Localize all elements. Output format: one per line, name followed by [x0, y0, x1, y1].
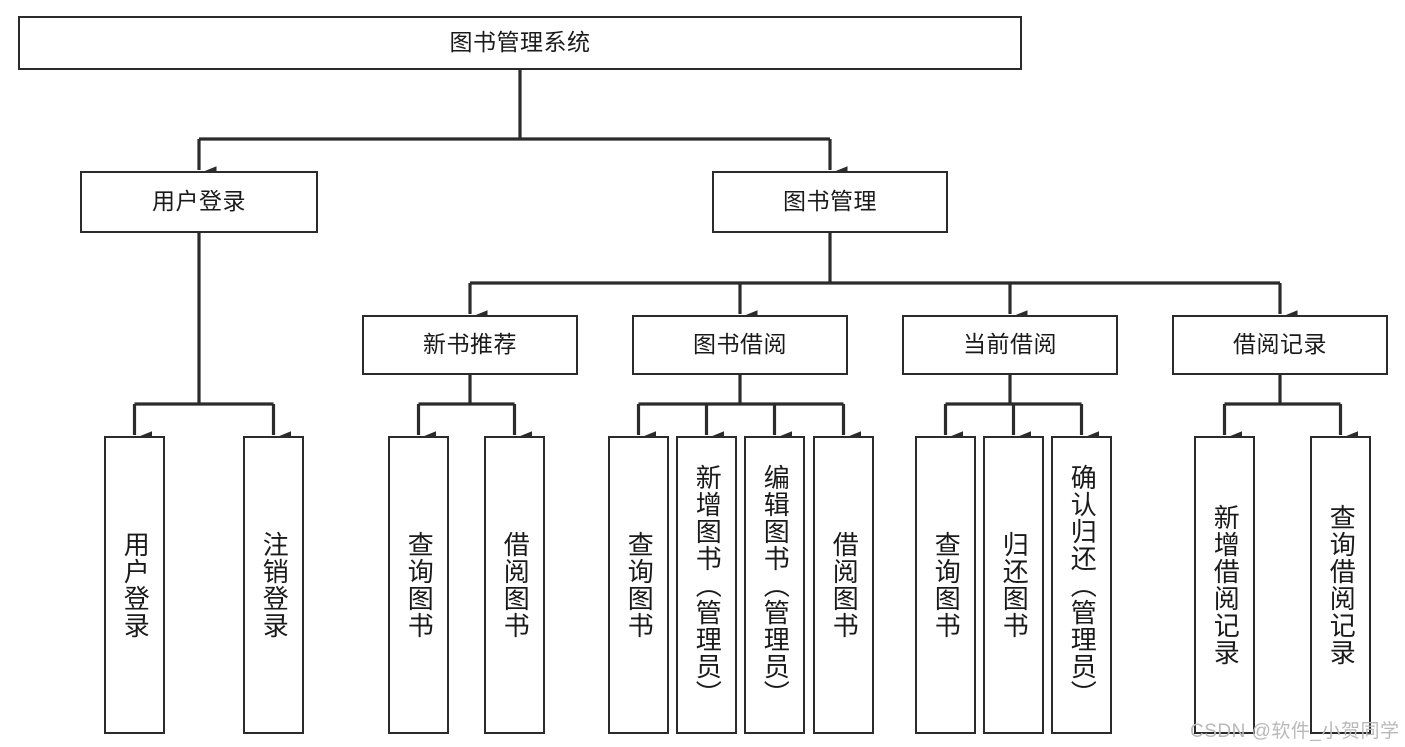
node-label: 图书管理系统 [449, 29, 591, 56]
node-label: 新书推荐 [423, 331, 517, 358]
node-current-borrow[interactable]: 当前借阅 [902, 315, 1118, 375]
node-leaf-rec-borrow[interactable]: 借阅图书 [484, 436, 545, 734]
node-leaf-user-login[interactable]: 用户登录 [104, 436, 165, 734]
node-leaf-user-logout[interactable]: 注销登录 [243, 436, 304, 734]
node-label: 确认归还（管理员） [1067, 463, 1098, 707]
node-leaf-rec-query[interactable]: 查询图书 [388, 436, 449, 734]
node-book-manage[interactable]: 图书管理 [712, 171, 948, 233]
node-label: 用户登录 [152, 188, 246, 215]
node-leaf-bb-add[interactable]: 新增图书（管理员） [676, 436, 737, 734]
node-label: 图书管理 [783, 188, 877, 215]
node-label: 新增图书（管理员） [692, 463, 723, 707]
node-label: 图书借阅 [693, 331, 787, 358]
node-label: 查询借阅记录 [1326, 504, 1357, 666]
node-label: 注销登录 [259, 531, 290, 639]
node-leaf-br-add[interactable]: 新增借阅记录 [1194, 436, 1255, 734]
node-label: 借阅图书 [829, 531, 860, 639]
node-label: 归还图书 [999, 531, 1030, 639]
node-book-borrow[interactable]: 图书借阅 [632, 315, 848, 375]
node-borrow-record[interactable]: 借阅记录 [1172, 315, 1388, 375]
node-leaf-br-query[interactable]: 查询借阅记录 [1310, 436, 1371, 734]
node-label: 查询图书 [931, 531, 962, 639]
node-label: 借阅记录 [1233, 331, 1327, 358]
node-label: 查询图书 [404, 531, 435, 639]
node-label: 查询图书 [624, 531, 655, 639]
node-user-login[interactable]: 用户登录 [80, 171, 318, 233]
node-leaf-cb-confirm[interactable]: 确认归还（管理员） [1051, 436, 1112, 734]
node-leaf-cb-return[interactable]: 归还图书 [983, 436, 1044, 734]
node-leaf-bb-edit[interactable]: 编辑图书（管理员） [744, 436, 805, 734]
node-label: 新增借阅记录 [1210, 504, 1241, 666]
node-leaf-cb-query[interactable]: 查询图书 [915, 436, 976, 734]
node-leaf-bb-borrow[interactable]: 借阅图书 [813, 436, 874, 734]
node-label: 借阅图书 [500, 531, 531, 639]
node-root[interactable]: 图书管理系统 [18, 16, 1022, 70]
node-leaf-bb-query[interactable]: 查询图书 [608, 436, 669, 734]
node-label: 用户登录 [120, 531, 151, 639]
node-new-book-rec[interactable]: 新书推荐 [362, 315, 578, 375]
node-label: 编辑图书（管理员） [760, 463, 791, 707]
node-label: 当前借阅 [963, 331, 1057, 358]
